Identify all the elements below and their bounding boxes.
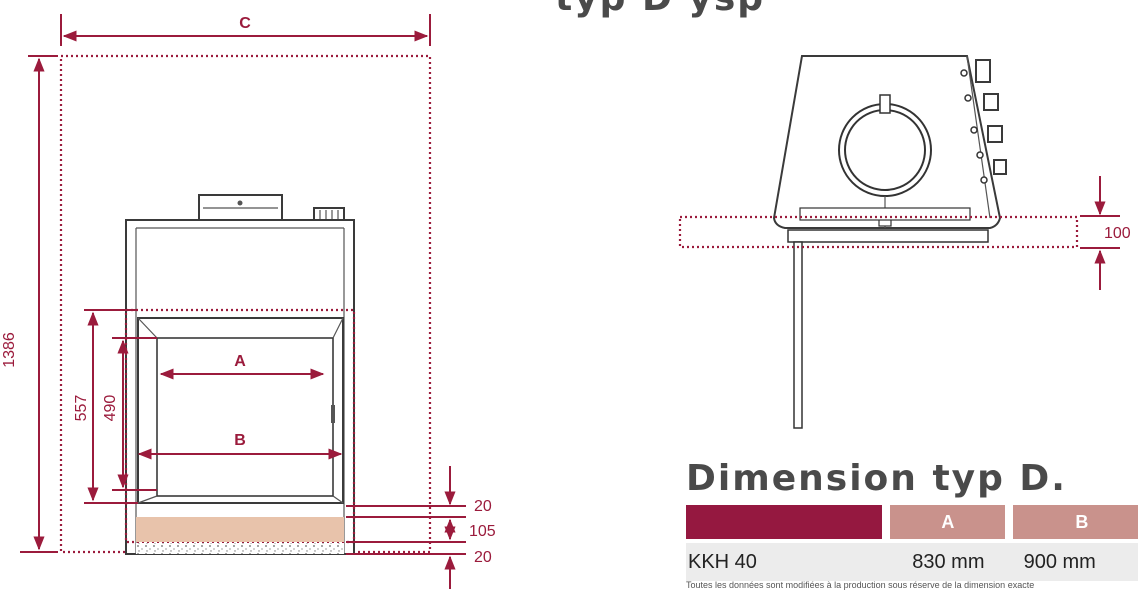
dimension-100-label: 100 <box>1104 225 1131 242</box>
base-insulation <box>136 517 344 542</box>
side-leg <box>793 241 803 429</box>
dimension-20-top-label: 20 <box>474 498 492 515</box>
value-a-cell: 830 mm <box>912 550 985 573</box>
door-handle <box>331 405 335 423</box>
header-model-cell <box>686 505 883 539</box>
table-row: KKH 40 830 mm 900 mm <box>686 543 1138 581</box>
base-gravel <box>136 543 344 554</box>
side-view: 100 <box>678 55 1131 429</box>
footnote: Toutes les données sont modifiées à la p… <box>686 580 1035 590</box>
dimension-20-bottom-label: 20 <box>474 549 492 566</box>
model-cell: KKH 40 <box>688 550 757 573</box>
header-a-cell: A <box>890 505 1006 539</box>
page-title-top: typ D ysp <box>555 0 765 19</box>
installation-envelope <box>59 54 432 554</box>
dimension-557-label: 557 <box>73 395 90 422</box>
dimension-height-label: 1386 <box>1 332 18 368</box>
dimension-490-label: 490 <box>102 395 119 422</box>
dimension-c-label: C <box>239 15 251 32</box>
side-dotted-zone <box>678 215 1079 249</box>
section-heading: Dimension typ D. <box>686 458 1067 499</box>
spec-table: A B KKH 40 830 mm 900 mm <box>686 505 1138 581</box>
side-base-plate <box>799 207 971 221</box>
table-header-row: A B <box>686 505 1138 539</box>
dimension-b-label: B <box>234 432 246 449</box>
flue-ring-inner <box>844 109 926 191</box>
door-glass <box>156 337 334 497</box>
dimension-a-label: A <box>234 353 246 370</box>
value-b-cell: 900 mm <box>1023 550 1096 573</box>
header-b-cell: B <box>1013 505 1138 539</box>
dimension-105-label: 105 <box>469 523 496 540</box>
front-view: C 1386 A B <box>1 14 496 589</box>
